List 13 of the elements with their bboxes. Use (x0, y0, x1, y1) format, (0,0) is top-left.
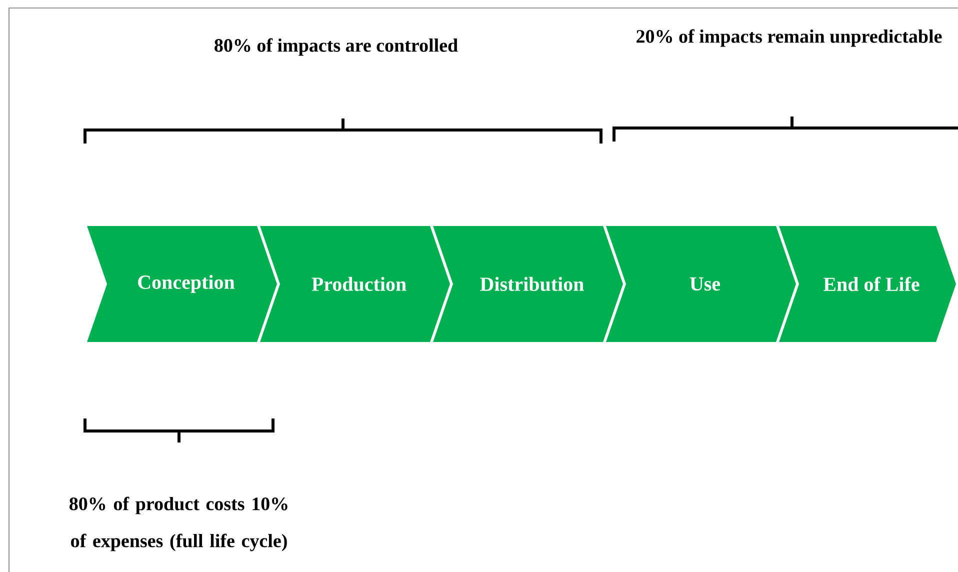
node-label: Conception (138, 274, 235, 294)
chevron-step: Conception (87, 226, 277, 342)
chevron-step: Distribution (433, 226, 623, 342)
annotation-text: 80% of impacts are controlled (214, 38, 458, 56)
node-label: End of Life (824, 276, 920, 292)
chevron-step: End of Life (779, 226, 956, 342)
chevron-step: Production (260, 226, 450, 342)
chevron-step: Use (606, 226, 796, 342)
node-label: Distribution (480, 276, 584, 292)
node-label: Production (312, 276, 406, 292)
annotation-text: 80% of product costs 10% of expenses (full life cycle) (70, 496, 288, 552)
annotation-text: 20% of impacts remain unpredictable (636, 29, 942, 47)
node-label: Use (690, 277, 720, 291)
